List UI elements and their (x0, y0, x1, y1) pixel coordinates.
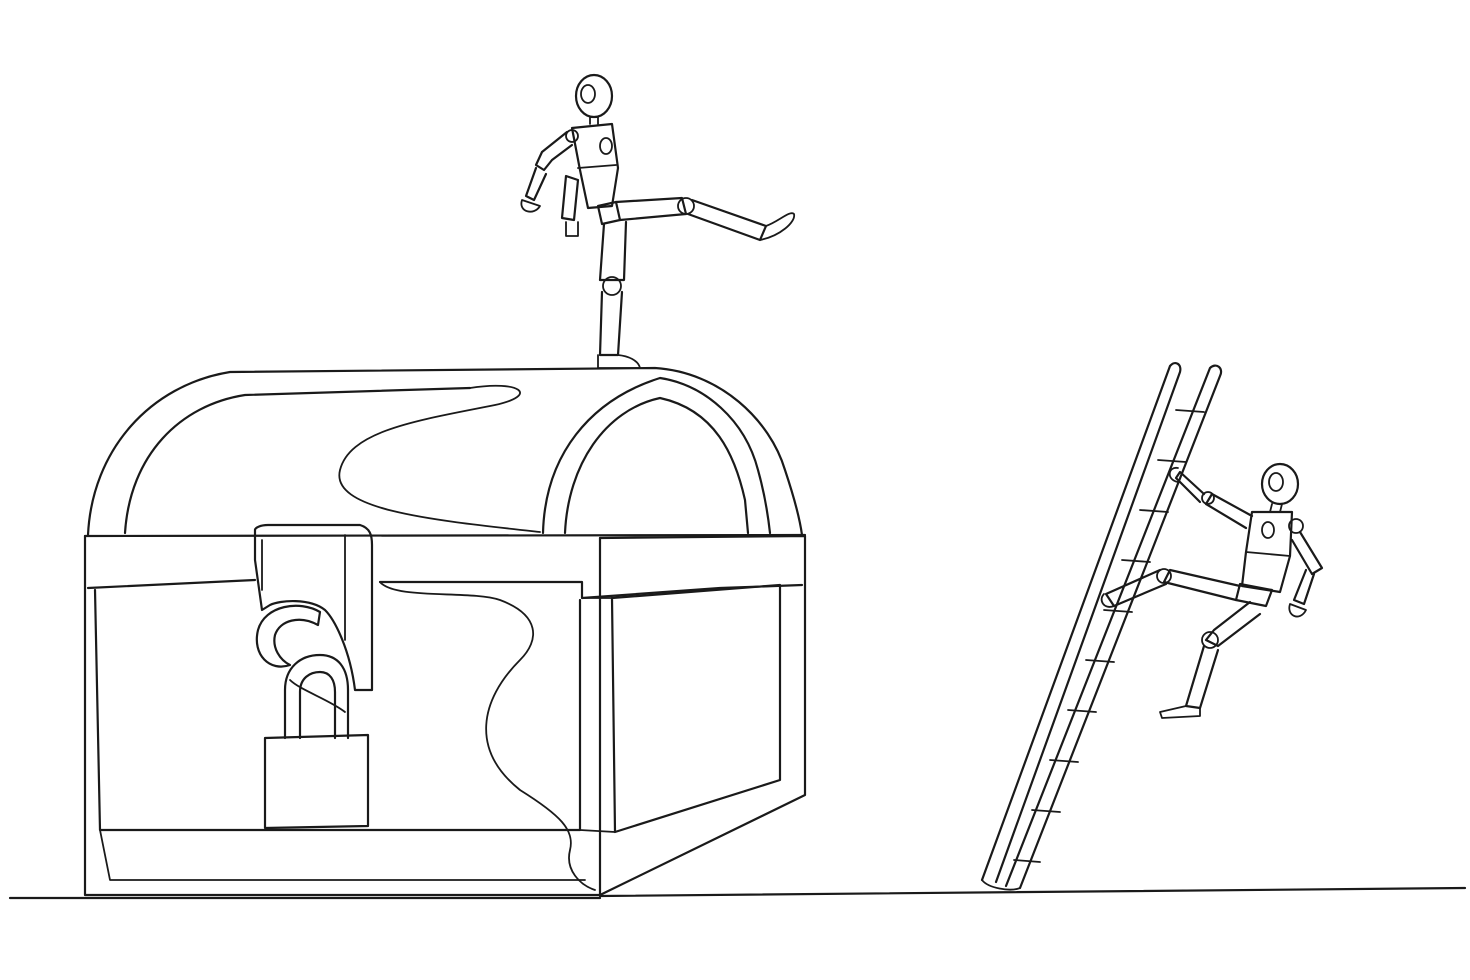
chest-lid-band (541, 376, 772, 535)
ladder-rail-left (980, 362, 1182, 884)
chest-lid (86, 366, 804, 537)
robot-arm-reach (1204, 492, 1254, 530)
robot-arm-right (560, 174, 580, 222)
robot-torso (570, 122, 620, 210)
robot-leg-ladder (1162, 568, 1242, 602)
robot-arm-left (534, 130, 574, 172)
padlock-shackle (283, 653, 350, 740)
padlock-body (263, 733, 370, 830)
robot-head (1260, 462, 1300, 506)
chest-body-side (598, 534, 807, 897)
robot-leg-kick (614, 196, 688, 222)
chest-hasp (253, 523, 374, 692)
robot-climbing (1100, 462, 1324, 719)
robot-arm-hang (1290, 530, 1324, 576)
chest-body-front (83, 534, 602, 897)
chest-top-edge (83, 533, 807, 538)
ladder-rungs (1013, 409, 1205, 863)
ladder-rail-right (1004, 364, 1223, 890)
robot-leg-stand (598, 220, 628, 282)
ladder (980, 362, 1223, 891)
ground-line (8, 886, 1467, 900)
robot-leg-dangle (1204, 600, 1262, 648)
robot-kicking (520, 73, 795, 369)
robot-head (574, 73, 614, 119)
treasure-chest (83, 366, 807, 897)
